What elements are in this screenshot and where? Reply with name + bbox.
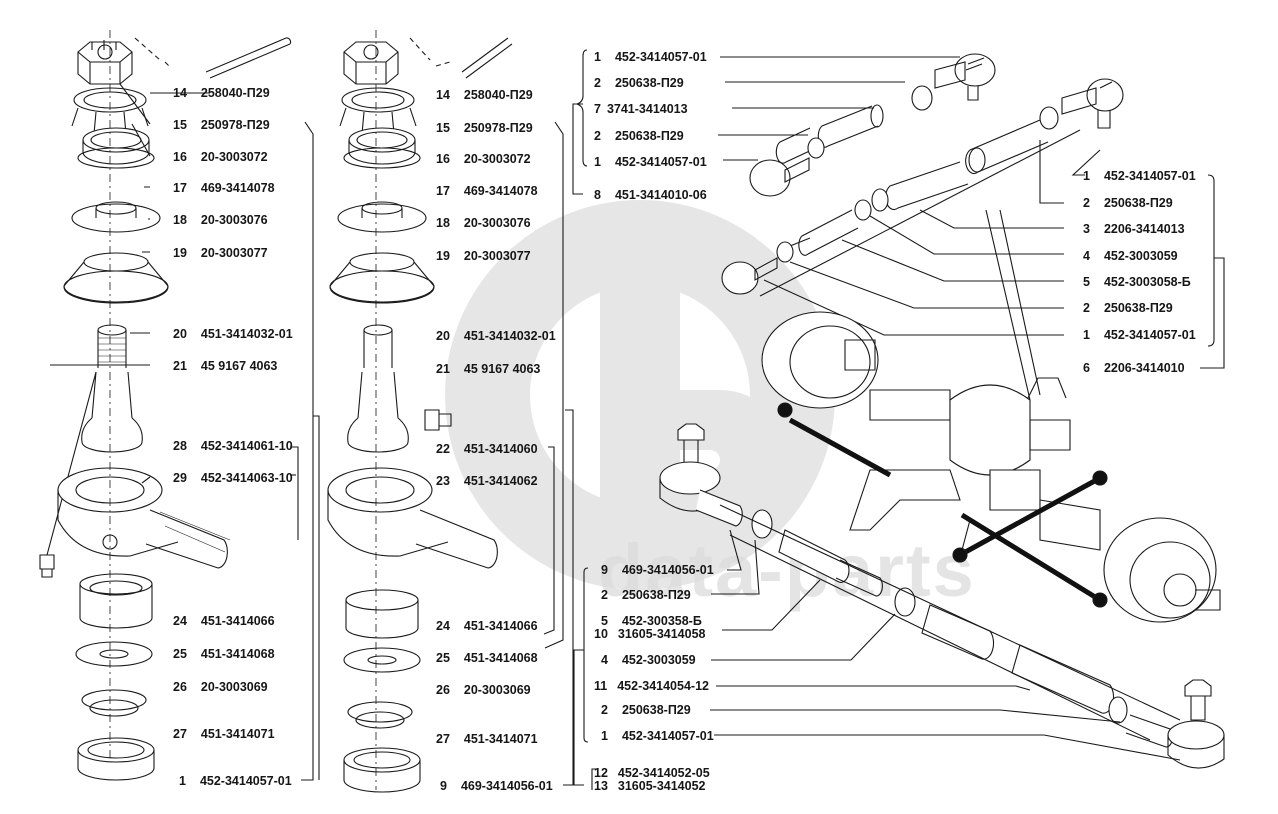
cotter-pin-drawing-2 bbox=[461, 37, 513, 79]
left-knuckle-assembly bbox=[39, 30, 320, 781]
bearing-insert-drawing bbox=[79, 573, 153, 629]
dust-cap-drawing bbox=[63, 252, 169, 304]
middle-knuckle-assembly bbox=[327, 30, 574, 793]
cotter-pin-drawing bbox=[205, 37, 292, 79]
tie-rod-end-housing-drawing bbox=[57, 467, 231, 569]
threaded-plug-drawing bbox=[77, 737, 155, 781]
spring-drawing bbox=[81, 689, 147, 717]
bushing-drawing bbox=[77, 127, 155, 169]
upper-steering-rod-drawing bbox=[572, 49, 996, 197]
grease-nipple-drawing bbox=[39, 371, 97, 578]
washer-drawing bbox=[75, 641, 153, 667]
cone-seal-drawing bbox=[71, 201, 161, 233]
front-axle-drawing bbox=[761, 311, 1221, 623]
grease-nipple-drawing-2 bbox=[424, 409, 452, 431]
lower-steering-rod-drawing bbox=[721, 78, 1225, 401]
bottom-steering-rod-drawing bbox=[573, 423, 1225, 790]
castle-nut-drawing bbox=[77, 40, 133, 85]
ball-pin-drawing bbox=[81, 324, 143, 453]
